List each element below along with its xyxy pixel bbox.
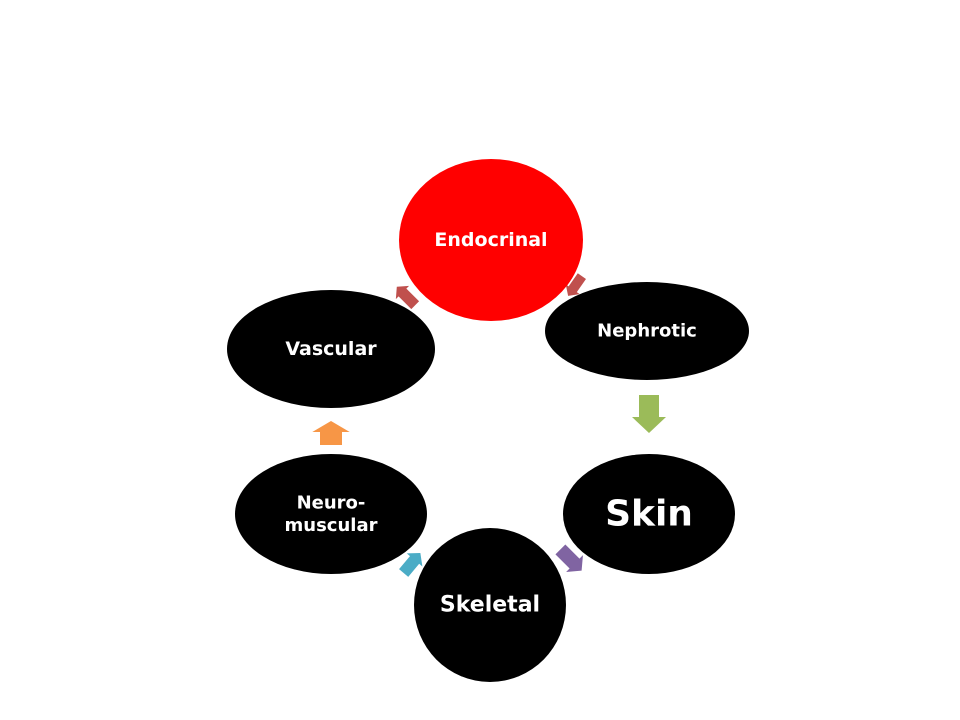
node-endocrinal-shape [399,159,583,321]
arrow-vascular-to-endocrinal-icon [395,285,420,310]
node-vascular-label: Vascular [285,338,377,360]
node-skin: Skin [563,454,735,574]
node-neuromuscular-label: Neuro- [297,492,366,513]
node-skeletal-shape [414,528,566,682]
arrow-skin-to-skeletal-icon [555,544,583,572]
node-skeletal: Skeletal [414,528,566,682]
node-skeletal-label: Skeletal [440,593,540,618]
node-nephrotic-label: Nephrotic [597,321,697,342]
node-endocrinal-label: Endocrinal [434,229,547,251]
node-nephrotic-shape [545,282,749,380]
node-nephrotic: Nephrotic [545,282,749,380]
arrow-skeletal-to-neuromuscular-icon [399,553,423,577]
connectors-layer [312,273,666,577]
arrow-endocrinal-to-nephrotic-icon [565,273,586,296]
node-neuromuscular-label: muscular [285,515,378,536]
node-vascular: Vascular [227,290,435,408]
node-skin-label: Skin [605,494,693,535]
node-endocrinal: Endocrinal [399,159,583,321]
node-vascular-shape [227,290,435,408]
node-neuromuscular-shape [235,454,427,574]
arrow-nephrotic-to-skin-icon [632,395,666,433]
node-neuromuscular: Neuro-muscular [235,454,427,574]
node-skin-shape [563,454,735,574]
arrow-neuromuscular-to-vascular-icon [312,421,350,445]
